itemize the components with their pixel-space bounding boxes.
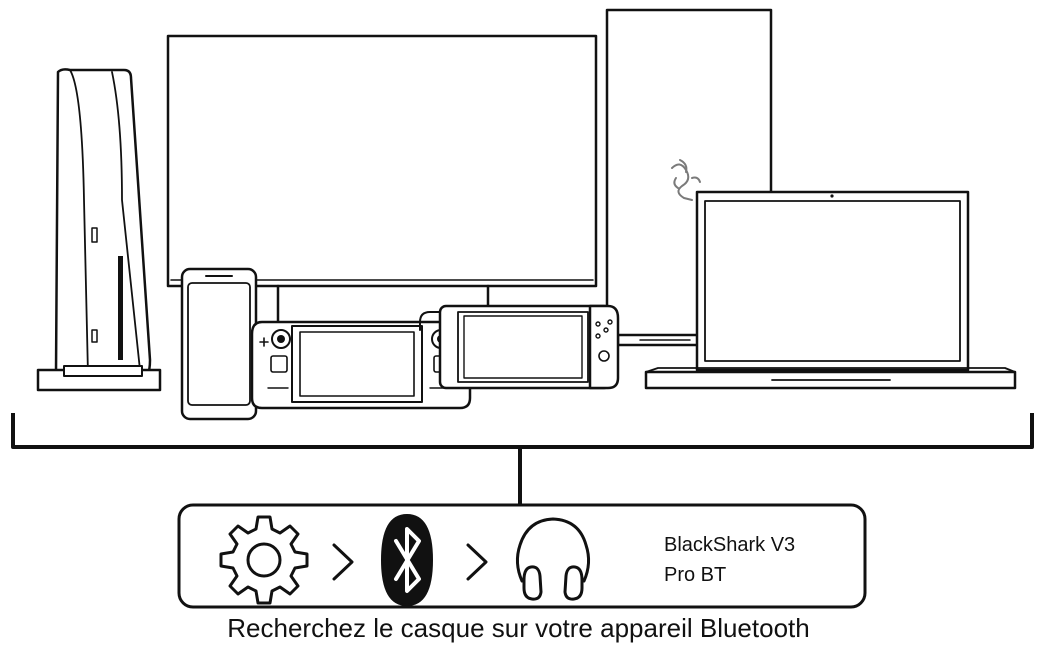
device-name-line2: Pro BT [664, 564, 727, 586]
chevron-right-icon [466, 543, 488, 581]
desktop-tower-icon [605, 8, 773, 342]
connection-bracket [11, 413, 1034, 505]
headset-icon [515, 517, 591, 601]
handheld-pc-icon [250, 320, 472, 410]
monitor-icon [166, 34, 598, 324]
device-name-label: BlackShark V3 Pro BT [664, 530, 864, 590]
device-name-line1: BlackShark V3 [664, 534, 796, 556]
gear-icon [219, 515, 309, 605]
tower-port-icon [616, 333, 700, 347]
chevron-right-icon [332, 543, 354, 581]
laptop-icon [644, 190, 1017, 390]
instruction-panel [177, 503, 867, 609]
handheld-console-icon [419, 304, 620, 390]
razer-logo-icon [671, 159, 701, 201]
instruction-caption: Recherchez le casque sur votre appareil … [227, 613, 810, 643]
smartphone-icon [180, 267, 258, 421]
game-console-icon [36, 68, 162, 392]
bluetooth-icon [381, 514, 433, 606]
